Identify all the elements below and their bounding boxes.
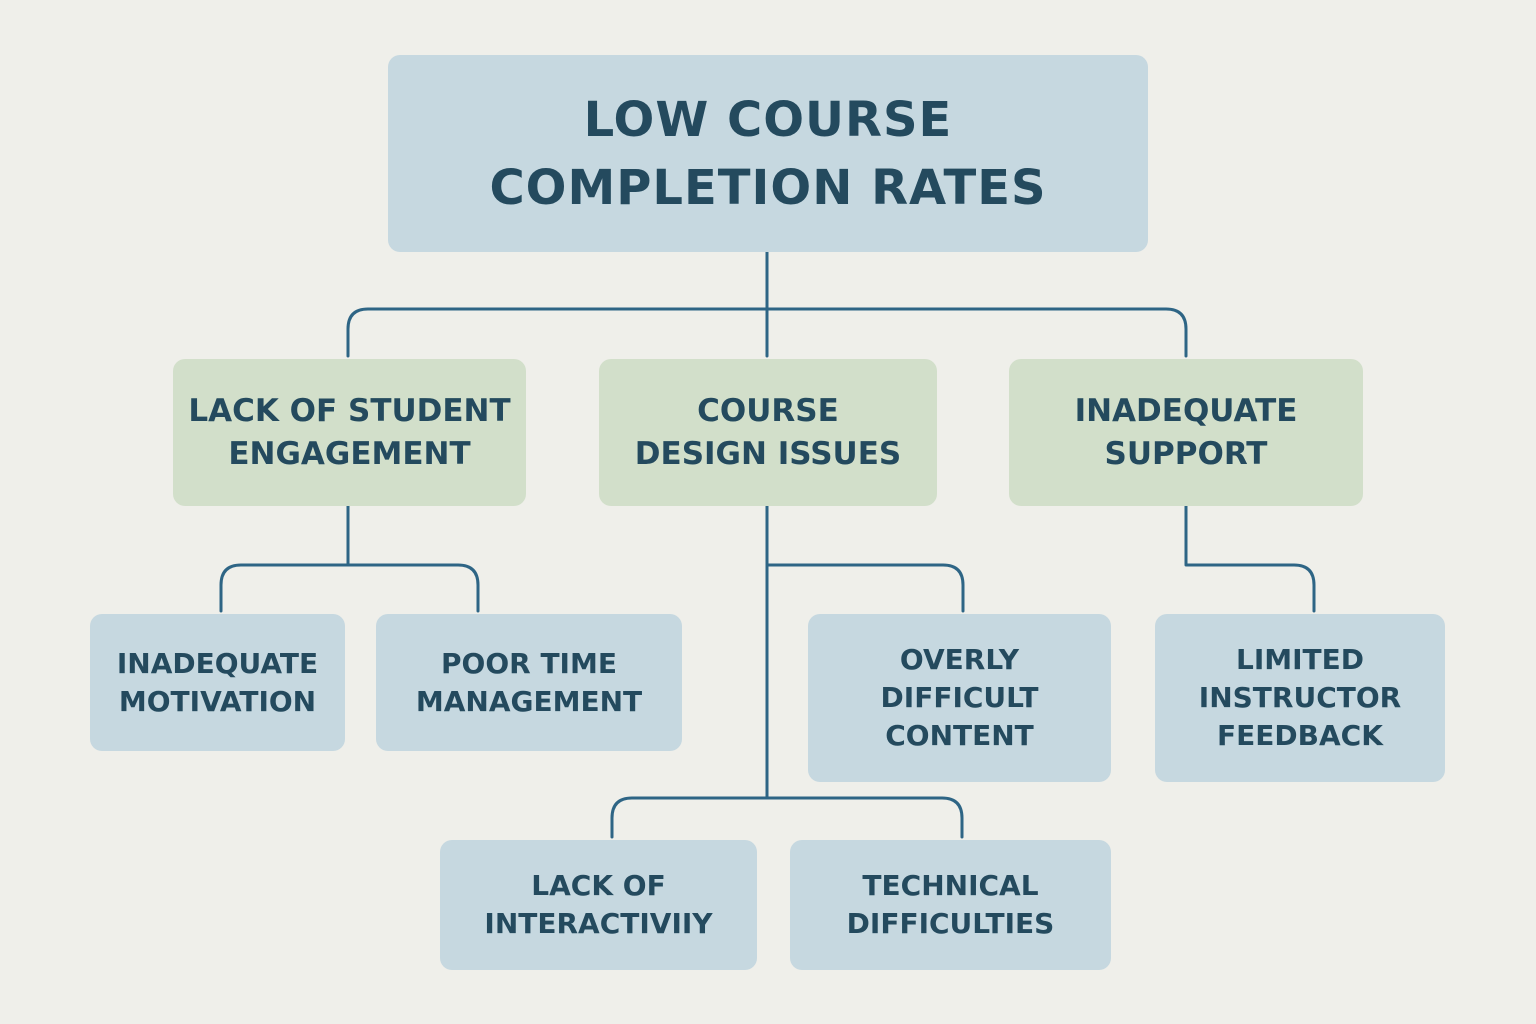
cause-label: INADEQUATE MOTIVATION	[116, 646, 319, 718]
cause-limited-instructor-feedback: LIMITED INSTRUCTOR FEEDBACK	[1155, 614, 1445, 782]
cause-overly-difficult-content: OVERLY DIFFICULT CONTENT	[808, 614, 1111, 782]
cause-poor-time-management: POOR TIME MANAGEMENT	[376, 614, 682, 751]
category-label: LACK OF STUDENT ENGAGEMENT	[188, 392, 511, 472]
connector-root-to-categories	[346, 250, 1188, 358]
cause-lack-of-interactivity: LACK OF INTERACTIVIIY	[440, 840, 757, 970]
category-label: INADEQUATE SUPPORT	[1074, 392, 1298, 472]
cause-label: TECHNICAL DIFFICULTIES	[846, 869, 1055, 940]
root-problem-box: LOW COURSE COMPLETION RATES	[388, 55, 1148, 252]
connector-engagement-to-causes	[219, 504, 480, 613]
cause-label: LACK OF INTERACTIVIIY	[484, 869, 713, 940]
cause-label: POOR TIME MANAGEMENT	[415, 646, 643, 718]
category-inadequate-support: INADEQUATE SUPPORT	[1009, 359, 1363, 506]
root-problem-label: LOW COURSE COMPLETION RATES	[489, 91, 1047, 216]
category-course-design: COURSE DESIGN ISSUES	[599, 359, 937, 506]
connector-design-to-causes	[610, 504, 965, 839]
cause-label: LIMITED INSTRUCTOR FEEDBACK	[1198, 643, 1402, 752]
cause-label: OVERLY DIFFICULT CONTENT	[880, 643, 1039, 752]
category-student-engagement: LACK OF STUDENT ENGAGEMENT	[173, 359, 526, 506]
cause-inadequate-motivation: INADEQUATE MOTIVATION	[90, 614, 345, 751]
connector-support-to-cause	[1184, 504, 1316, 613]
category-label: COURSE DESIGN ISSUES	[634, 392, 902, 472]
cause-technical-difficulties: TECHNICAL DIFFICULTIES	[790, 840, 1111, 970]
